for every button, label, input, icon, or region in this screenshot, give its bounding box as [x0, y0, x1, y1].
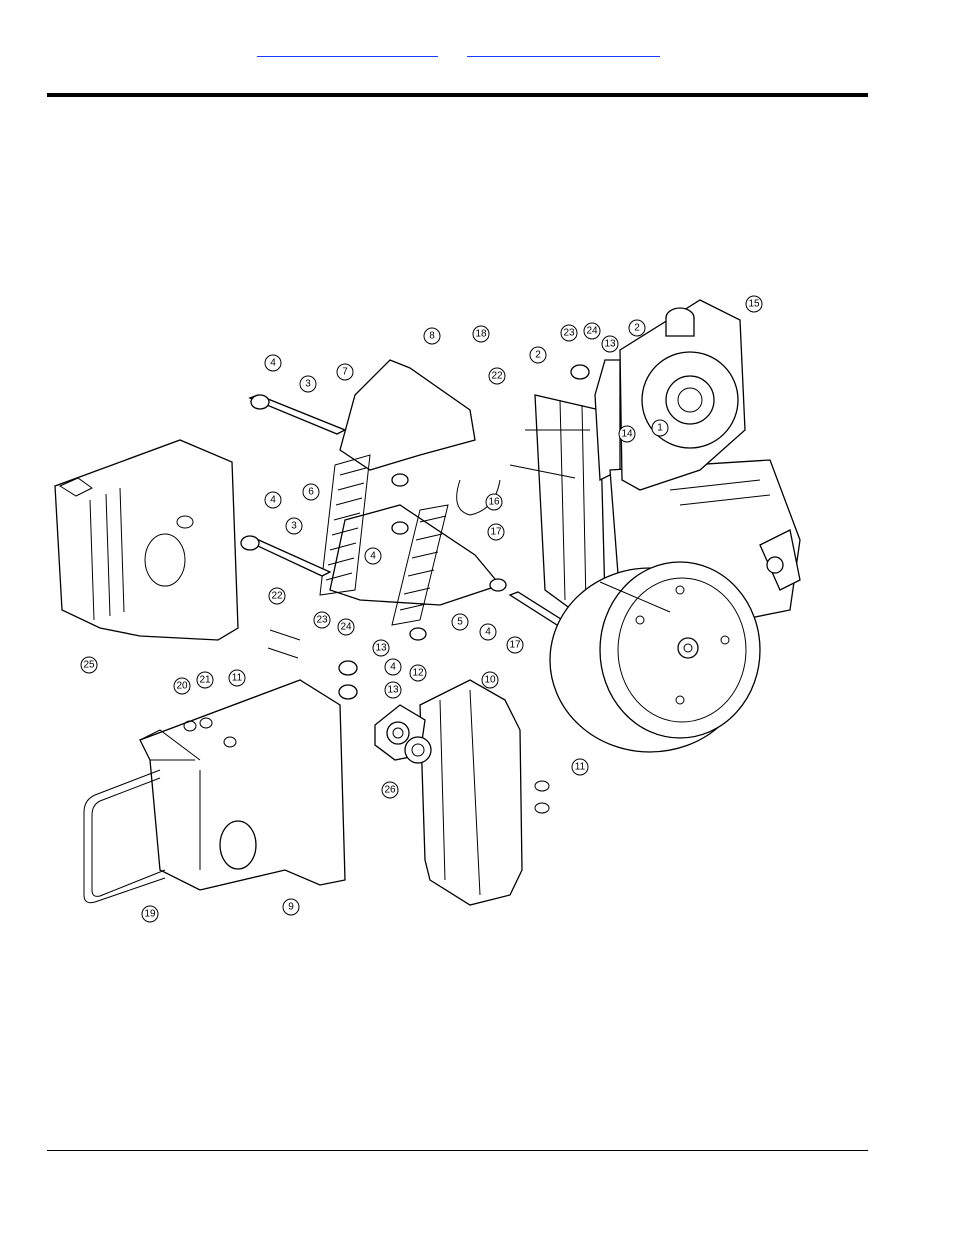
callout-label: 22: [271, 591, 283, 602]
callout-c9: 9: [282, 898, 300, 916]
parallel-arm-7: [339, 359, 476, 471]
callout-label: 10: [484, 675, 496, 686]
bottom-rule: [47, 1150, 868, 1151]
callout-label: 15: [748, 299, 760, 310]
callout-label: 6: [308, 487, 314, 498]
callout-label: 3: [291, 521, 297, 532]
callout-label: 23: [563, 328, 575, 339]
callout-c17a: 17: [487, 523, 505, 541]
callout-c13a: 13: [601, 335, 619, 353]
callout-label: 25: [83, 660, 95, 671]
callout-label: 16: [488, 497, 500, 508]
u-bolt-19: [83, 769, 166, 904]
header-link-2[interactable]: [467, 44, 660, 57]
callout-label: 5: [457, 617, 463, 628]
bolts: [183, 364, 671, 814]
callout-label: 3: [305, 379, 311, 390]
callout-c4e: 4: [384, 658, 402, 676]
callout-c11b: 11: [571, 758, 589, 776]
callout-label: 4: [485, 627, 491, 638]
pivot-rods: [240, 394, 577, 641]
callout-c16: 16: [485, 493, 503, 511]
callout-label: 13: [387, 685, 399, 696]
callout-c15: 15: [745, 295, 763, 313]
callout-label: 1: [657, 423, 663, 434]
callout-c5: 5: [451, 613, 469, 631]
callout-c13b: 13: [372, 639, 390, 657]
callout-label: 11: [232, 673, 243, 684]
callout-c3a: 3: [299, 375, 317, 393]
callout-label: 13: [604, 339, 616, 350]
callout-c8: 8: [423, 327, 441, 345]
callout-label: 23: [316, 615, 328, 626]
callout-c24b: 24: [337, 618, 355, 636]
parallel-arm-5: [329, 504, 502, 606]
callout-c2b: 2: [529, 346, 547, 364]
callout-label: 18: [475, 329, 487, 340]
callout-label: 24: [586, 326, 598, 337]
callout-label: 2: [634, 323, 640, 334]
callout-c6: 6: [302, 483, 320, 501]
callout-label: 4: [390, 662, 396, 673]
callout-c23a: 23: [560, 324, 578, 342]
callout-label: 21: [199, 675, 211, 686]
callout-label: 4: [370, 551, 376, 562]
callout-c22a: 22: [488, 367, 506, 385]
callout-c4a: 4: [264, 354, 282, 372]
callout-c4c: 4: [364, 547, 382, 565]
callout-label: 11: [575, 762, 586, 773]
callout-c11a: 11: [228, 669, 246, 687]
callout-c3b: 3: [285, 517, 303, 535]
callout-c18: 18: [472, 325, 490, 343]
gauge-wheel: [549, 529, 801, 753]
mounting-plate-9: [139, 679, 346, 891]
callout-c7: 7: [336, 363, 354, 381]
callout-label: 7: [342, 367, 348, 378]
callout-c20: 20: [173, 677, 191, 695]
sprocket-26: [404, 736, 432, 764]
callout-label: 24: [340, 622, 352, 633]
callout-label: 8: [429, 331, 435, 342]
callout-label: 22: [491, 371, 503, 382]
callout-c19: 19: [141, 905, 159, 923]
header-link-1[interactable]: [257, 44, 438, 57]
callout-c26: 26: [381, 781, 399, 799]
callout-label: 12: [412, 668, 424, 679]
callout-label: 20: [176, 681, 188, 692]
callout-c24a: 24: [583, 322, 601, 340]
callout-label: 4: [270, 358, 276, 369]
callout-label: 4: [270, 495, 276, 506]
callout-c4b: 4: [264, 491, 282, 509]
mounting-bracket-25: [54, 439, 239, 641]
callout-label: 26: [384, 785, 396, 796]
callout-c10: 10: [481, 671, 499, 689]
callout-c1: 1: [651, 419, 669, 437]
callout-c12: 12: [409, 664, 427, 682]
top-rule: [47, 93, 868, 97]
callout-c22b: 22: [268, 587, 286, 605]
callout-label: 9: [288, 902, 294, 913]
callout-label: 19: [144, 909, 156, 920]
callout-c2a: 2: [628, 319, 646, 337]
callout-label: 14: [621, 429, 633, 440]
spring-6: [319, 454, 449, 626]
callout-label: 13: [375, 643, 387, 654]
callout-c23b: 23: [313, 611, 331, 629]
callout-label: 17: [490, 527, 502, 538]
callout-c17b: 17: [506, 636, 524, 654]
callout-c25: 25: [80, 656, 98, 674]
callout-c4d: 4: [479, 623, 497, 641]
side-plate-10: [419, 679, 523, 906]
callout-label: 17: [509, 640, 521, 651]
callout-c14: 14: [618, 425, 636, 443]
callout-label: 2: [535, 350, 541, 361]
callout-c21: 21: [196, 671, 214, 689]
callout-c13c: 13: [384, 681, 402, 699]
